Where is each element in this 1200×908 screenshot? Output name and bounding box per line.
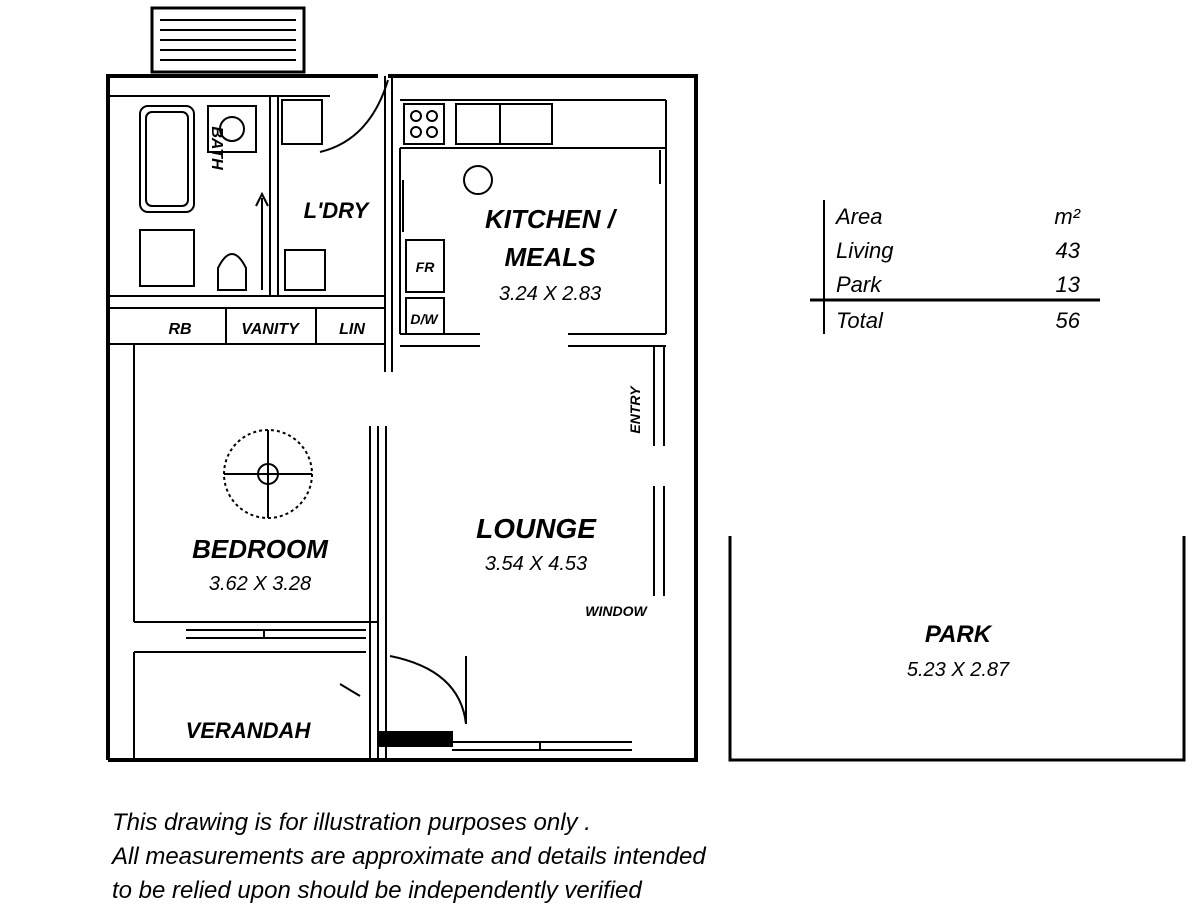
verandah-label: VERANDAH bbox=[186, 718, 312, 743]
kitchen-label-line1: KITCHEN / bbox=[485, 204, 618, 234]
linen-label: LIN bbox=[339, 321, 365, 338]
area-table-header-unit: m² bbox=[1054, 204, 1080, 229]
verandah-walls bbox=[133, 651, 632, 760]
window-label: WINDOW bbox=[585, 603, 648, 619]
bath-label: BATH bbox=[208, 126, 225, 170]
disclaimer: This drawing is for illustration purpose… bbox=[112, 806, 1012, 908]
laundry-door-swing bbox=[319, 79, 389, 153]
area-table-row-value: 13 bbox=[1056, 272, 1081, 297]
lounge-walls bbox=[369, 346, 665, 760]
vanity-strip bbox=[108, 76, 393, 372]
vanity-label: VANITY bbox=[241, 321, 300, 338]
area-table-total-label: Total bbox=[836, 308, 884, 333]
park-dims: 5.23 X 2.87 bbox=[907, 659, 1010, 681]
area-table-header-label: Area bbox=[834, 204, 882, 229]
kitchen-joinery bbox=[399, 99, 667, 347]
laundry-label: L'DRY bbox=[304, 198, 371, 223]
disclaimer-line: This drawing is for illustration purpose… bbox=[112, 809, 591, 836]
disclaimer-line: to be relied upon should be independentl… bbox=[112, 877, 642, 904]
kitchen-dims: 3.24 X 2.83 bbox=[499, 283, 601, 305]
entry-label: ENTRY bbox=[627, 385, 643, 434]
area-table-lines bbox=[810, 200, 1100, 334]
disclaimer-line: All measurements are approximate and det… bbox=[112, 843, 706, 870]
top-window bbox=[150, 6, 306, 74]
area-table-total-value: 56 bbox=[1056, 308, 1081, 333]
robe-label: RB bbox=[168, 321, 191, 338]
outer-walls bbox=[106, 74, 698, 762]
lounge-dims: 3.54 X 4.53 bbox=[485, 553, 587, 575]
floor-plan: KITCHEN / MEALS 3.24 X 2.83 L'DRY BATH R… bbox=[106, 6, 1186, 762]
bedroom-walls bbox=[133, 344, 378, 639]
park-outline bbox=[728, 536, 1186, 762]
area-table-row-label: Park bbox=[836, 272, 882, 297]
area-table-row-label: Living bbox=[836, 238, 894, 263]
lounge-label: LOUNGE bbox=[476, 513, 597, 544]
park-label: PARK bbox=[925, 621, 993, 648]
dishwasher-label: D/W bbox=[410, 311, 439, 327]
bath-laundry-walls bbox=[108, 95, 385, 309]
bedroom-label: BEDROOM bbox=[192, 534, 329, 564]
bedroom-dims: 3.62 X 3.28 bbox=[209, 573, 311, 595]
kitchen-label-line2: MEALS bbox=[505, 242, 597, 272]
fridge-label: FR bbox=[416, 259, 436, 275]
area-table-row-value: 43 bbox=[1056, 238, 1081, 263]
